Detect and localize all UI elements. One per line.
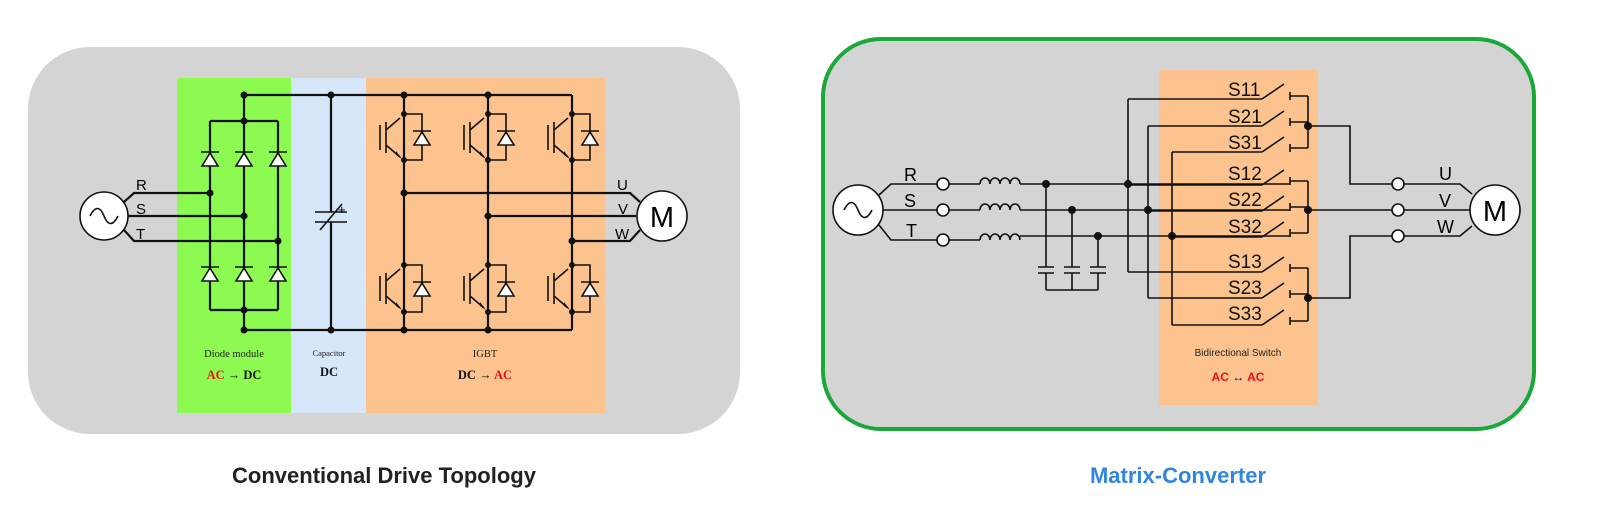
- matrix-output-label-v: V: [1439, 191, 1451, 211]
- switch-labels: S11 S21 S31 S12 S22 S32 S13 S23 S33: [1228, 80, 1262, 325]
- conv-input-label-s: S: [136, 201, 146, 218]
- switch-label-s22: S22: [1228, 190, 1262, 211]
- igbt-conversion: DC → AC: [458, 368, 512, 382]
- conv-motor-label: M: [650, 202, 674, 234]
- igbt-label: IGBT: [473, 349, 498, 360]
- matrix-input-label-s: S: [904, 191, 916, 211]
- switch-label-s33: S33: [1228, 304, 1262, 325]
- capacitor-polarity: +: [338, 202, 346, 217]
- switch-label-s13: S13: [1228, 252, 1262, 273]
- conv-input-label-t: T: [136, 226, 145, 243]
- switch-label-s12: S12: [1228, 164, 1262, 185]
- conv-input-label-r: R: [136, 177, 147, 194]
- input-inductors: [979, 177, 1021, 241]
- bidirectional-switches: [1261, 83, 1312, 326]
- conv-output-label-v: V: [618, 201, 628, 218]
- igbt-bridge: [379, 91, 600, 334]
- filter-capacitors: [1038, 180, 1106, 291]
- diode-module-conversion: AC → DC: [207, 368, 262, 382]
- matrix-input-label-r: R: [904, 165, 917, 185]
- matrix-output-label-u: U: [1439, 164, 1452, 184]
- conv-output-label-u: U: [617, 177, 628, 194]
- capacitor-zone: [291, 78, 366, 413]
- diode-module-zone: [177, 78, 291, 413]
- bidirectional-conversion: AC ↔ AC: [1212, 370, 1265, 384]
- matrix-converter-diagram: R S T: [821, 37, 1536, 488]
- switch-label-s23: S23: [1228, 278, 1262, 299]
- switch-label-s31: S31: [1228, 133, 1262, 154]
- switch-label-s32: S32: [1228, 217, 1262, 238]
- conv-output-label-w: W: [615, 226, 630, 243]
- matrix-motor-symbol: [1469, 184, 1521, 236]
- bidirectional-switch-label: Bidirectional Switch: [1195, 348, 1282, 359]
- rectifier-diodes: [200, 151, 288, 282]
- conv-motor-symbol: [636, 190, 688, 242]
- switch-label-s21: S21: [1228, 107, 1262, 128]
- matrix-title: Matrix-Converter: [1090, 463, 1266, 488]
- igbt-zone: [366, 78, 605, 413]
- matrix-output-label-w: W: [1437, 217, 1454, 237]
- matrix-input-label-t: T: [906, 221, 917, 241]
- capacitor-label: Capacitor: [312, 348, 345, 358]
- conventional-drive-diagram: R S T +: [28, 47, 740, 488]
- switch-label-s11: S11: [1228, 80, 1260, 101]
- capacitor-dc-value: DC: [320, 365, 338, 379]
- conventional-title: Conventional Drive Topology: [232, 463, 537, 488]
- diode-module-label: Diode module: [204, 349, 264, 360]
- matrix-motor-label: M: [1483, 196, 1507, 228]
